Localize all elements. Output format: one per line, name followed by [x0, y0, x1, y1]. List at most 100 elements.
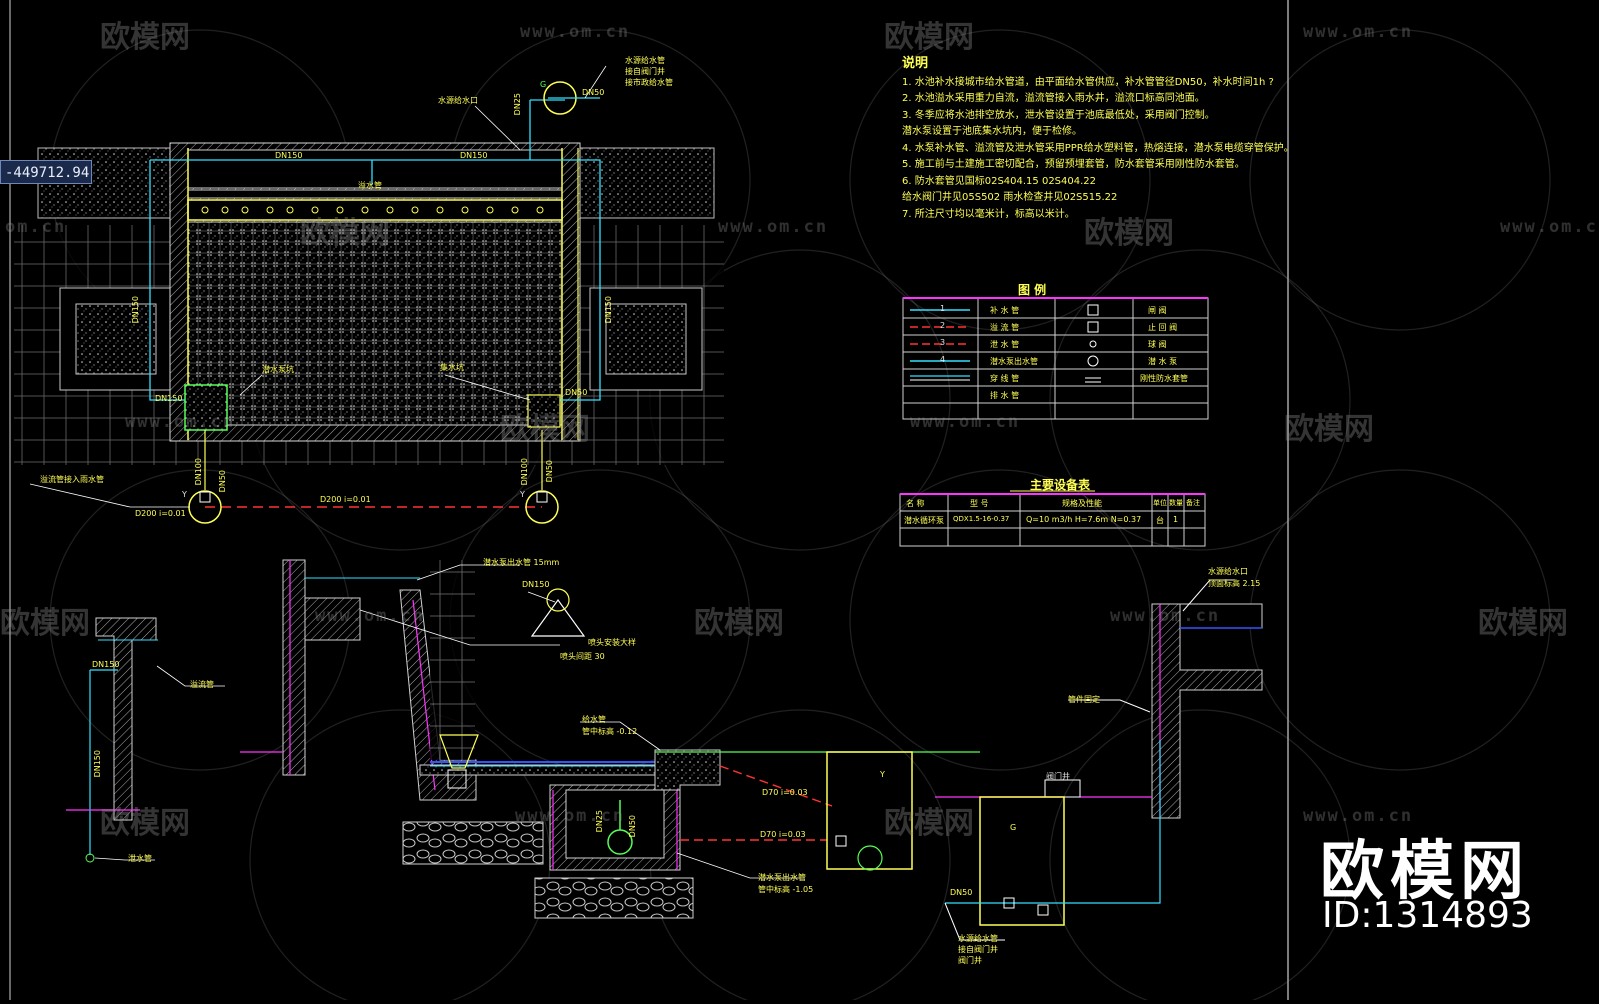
pipe-tag: Y [880, 770, 885, 779]
pipe-label: D200 i=0.01 [135, 509, 186, 518]
pipe-tag: G [540, 80, 547, 89]
callout-label: 溢水管 [358, 181, 382, 190]
legend-no: 3 [940, 338, 946, 347]
callout-label: 接市政给水管 [625, 78, 673, 87]
equipment-header: 名 称 [906, 499, 925, 508]
callout-label: 喷头安装大样 [588, 638, 636, 647]
brand-logo: 欧模网 [1320, 835, 1530, 909]
pipe-label: DN150 [93, 750, 102, 778]
notes-heading: 说明 [902, 56, 929, 71]
watermark-brand: 欧模网 [884, 20, 974, 55]
callout-label: 管件固定 [1068, 695, 1100, 704]
legend-symbol-label: 刚性防水套管 [1140, 374, 1188, 383]
pipe-label: DN50 [582, 88, 605, 97]
pipe-label: DN150 [275, 151, 303, 160]
legend-pipe-label: 排 水 管 [990, 391, 1020, 400]
watermark-brand: 欧模网 [500, 412, 590, 447]
note-item: 3. 冬季应将水池排空放水，泄水管设置于池底最低处，采用阀门控制。 [902, 109, 1215, 121]
note-item: 6. 防水套管见国标02S404.15 02S404.22 [902, 175, 1097, 187]
legend-symbol-label: 闸 阀 [1148, 306, 1167, 315]
watermark-url: www.om.cn [1110, 606, 1221, 626]
callout-label: 潜水泵出水管 [758, 873, 806, 882]
pipe-label: DN150 [155, 394, 183, 403]
equipment-title: 主要设备表 [1030, 478, 1091, 492]
note-item: 7. 所注尺寸均以毫米计，标高以米计。 [902, 208, 1075, 220]
equipment-header: 备注 [1186, 499, 1200, 507]
note-item: 4. 水泵补水管、溢流管及泄水管采用PPR给水塑料管，热熔连接，潜水泵电缆穿管保… [902, 142, 1294, 154]
equipment-header: 型 号 [970, 499, 989, 508]
equipment-cell: Q=10 m3/h H=7.6m N=0.37 [1026, 515, 1142, 524]
pipe-label: DN50 [218, 470, 227, 493]
watermark-url: www.om.cn [520, 22, 631, 42]
pipe-label: DN150 [131, 296, 140, 324]
callout-label: 阀门井 [1046, 772, 1070, 781]
callout-label: 顶面标高 2.15 [1208, 579, 1261, 588]
callout-label: 集水坑 [440, 363, 464, 372]
callout-label: 水源给水口 [438, 96, 478, 105]
legend-title: 图 例 [1018, 283, 1047, 297]
legend-no: 4 [940, 355, 946, 364]
pipe-label: DN100 [194, 458, 203, 486]
pipe-tag: Y [182, 490, 187, 499]
watermark-brand: 欧模网 [884, 806, 974, 841]
callout-label: 阀门井 [958, 956, 982, 965]
callout-label: 喷头间距 30 [560, 652, 605, 661]
legend-symbol-label: 潜 水 泵 [1148, 357, 1178, 366]
callout-label: 溢流管 [190, 680, 214, 689]
pipe-tag: Y [520, 490, 525, 499]
legend-pipe-label: 泄 水 管 [990, 340, 1020, 349]
equipment-header: 单位 [1153, 499, 1167, 507]
pipe-label: DN100 [520, 458, 529, 486]
callout-label: 水源给水管 [958, 934, 998, 943]
watermark-url: www.om.cn [1303, 806, 1414, 826]
legend-pipe-label: 穿 线 管 [990, 374, 1020, 383]
pipe-label: DN50 [565, 388, 588, 397]
callout-label: 溢流管接入雨水管 [40, 475, 104, 484]
legend-pipe-label: 潜水泵出水管 [990, 357, 1038, 366]
callout-label: 潜水泵出水管 15mm [483, 558, 560, 567]
watermark-url: www.om.cn [910, 412, 1021, 432]
legend-pipe-label: 补 水 管 [990, 306, 1020, 315]
equipment-header: 规格及性能 [1062, 499, 1102, 508]
callout-label: 管中标高 -1.05 [758, 885, 814, 894]
note-item: 2. 水池溢水采用重力自流，溢流管接入雨水井，溢流口标高同池面。 [902, 93, 1205, 104]
legend-no: 1 [940, 304, 946, 313]
callout-label: 管中标高 -0.12 [582, 727, 638, 736]
watermark-brand: 欧模网 [694, 606, 784, 641]
watermark-brand: 欧模网 [1084, 216, 1174, 251]
pipe-label: DN150 [604, 296, 613, 324]
callout-label: 潜水泵坑 [262, 365, 294, 374]
watermark-brand: 欧模网 [100, 806, 190, 841]
watermark-brand: 欧模网 [0, 606, 90, 641]
pipe-label: D200 i=0.01 [320, 495, 371, 504]
pipe-label: DN150 [460, 151, 488, 160]
pipe-label: D70 i=0.03 [760, 830, 806, 839]
pipe-label: DN50 [545, 460, 554, 483]
pipe-label: DN150 [92, 660, 120, 669]
note-item: 5. 施工前与土建施工密切配合，预留预埋套管，防水套管采用刚性防水套管。 [902, 159, 1245, 170]
watermark-brand: 欧模网 [300, 216, 390, 251]
pipe-label: DN50 [628, 815, 637, 838]
equipment-header: 数量 [1169, 499, 1183, 507]
watermark-url: www.om.cn [515, 806, 626, 826]
legend-pipe-label: 溢 流 管 [990, 323, 1020, 332]
pipe-label: D70 i=0.03 [762, 788, 808, 797]
watermark-brand: 欧模网 [100, 20, 190, 55]
pipe-label: DN150 [522, 580, 550, 589]
watermark-brand: 欧模网 [1478, 606, 1568, 641]
equipment-cell: 潜水循环泵 [904, 516, 944, 525]
legend-symbol-label: 止 回 阀 [1148, 323, 1178, 332]
coordinate-readout: -449712.94 [0, 160, 92, 184]
watermark-url: www.om.cn [315, 606, 426, 626]
note-item: 潜水泵设置于池底集水坑内，便于检修。 [902, 126, 1082, 137]
callout-label: 水源给水口 [1208, 567, 1248, 576]
pipe-tag: G [1010, 823, 1017, 832]
model-id: ID:1314893 [1322, 895, 1533, 936]
equipment-cell: QDX1.5-16-0.37 [953, 515, 1010, 523]
note-item: 1. 水池补水接城市给水管道，由平面给水管供应，补水管管径DN50，补水时间1h… [902, 76, 1274, 88]
design-notes: 说明 1. 水池补水接城市给水管道，由平面给水管供应，补水管管径DN50，补水时… [902, 56, 1294, 223]
pipe-label: DN50 [950, 888, 973, 897]
equipment-cell: 台 [1156, 516, 1164, 525]
watermark-url: www.om.cn [1303, 22, 1414, 42]
